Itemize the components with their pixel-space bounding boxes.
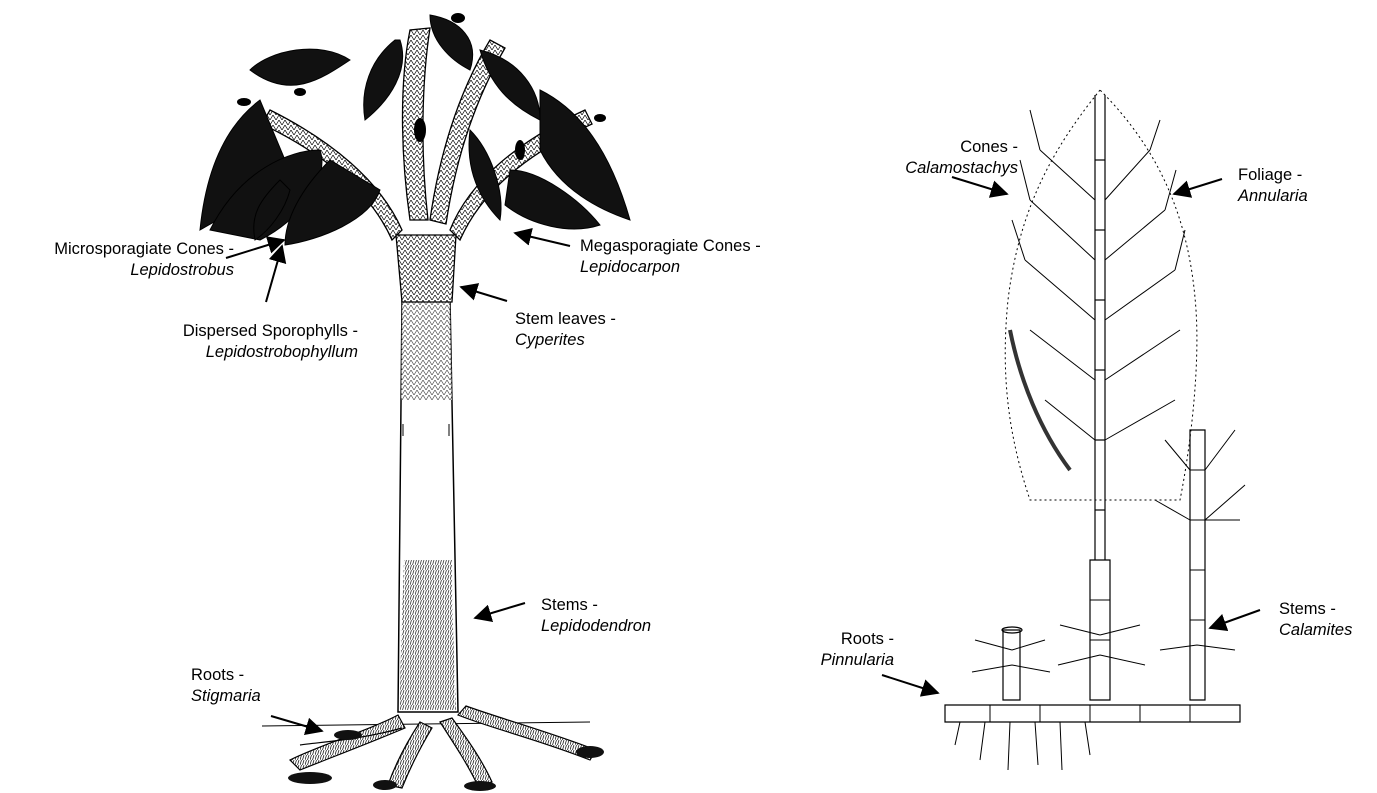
arrow-cala-stems bbox=[1210, 610, 1260, 628]
label-term: Megasporagiate Cones - bbox=[580, 236, 761, 257]
label-genus: Stigmaria bbox=[191, 686, 261, 707]
label-genus: Cyperites bbox=[515, 330, 616, 351]
label-genus: Calamites bbox=[1279, 620, 1352, 641]
arrow-lepido-stems bbox=[475, 603, 525, 618]
label-cala-roots: Roots - Pinnularia bbox=[821, 629, 894, 671]
label-genus: Lepidostrobus bbox=[54, 260, 234, 281]
label-term: Roots - bbox=[191, 665, 261, 686]
main-stem bbox=[1095, 95, 1105, 560]
label-cala-foliage: Foliage - Annularia bbox=[1238, 165, 1308, 207]
label-term: Cones - bbox=[905, 137, 1018, 158]
label-genus: Lepidodendron bbox=[541, 616, 651, 637]
label-term: Roots - bbox=[821, 629, 894, 650]
label-lepido-stems: Stems - Lepidodendron bbox=[541, 595, 651, 637]
arrow-micro-cones bbox=[226, 240, 284, 258]
arrow-lepido-roots bbox=[271, 716, 322, 731]
label-term: Microsporagiate Cones - bbox=[54, 239, 234, 260]
rhizome bbox=[945, 705, 1240, 722]
lepidodendron-tree bbox=[200, 13, 630, 791]
label-genus: Pinnularia bbox=[821, 650, 894, 671]
label-genus: Calamostachys bbox=[905, 158, 1018, 179]
label-term: Foliage - bbox=[1238, 165, 1308, 186]
label-term: Stems - bbox=[1279, 599, 1352, 620]
label-genus: Annularia bbox=[1238, 186, 1308, 207]
root-whorls bbox=[955, 625, 1235, 770]
label-term: Stems - bbox=[541, 595, 651, 616]
label-term: Stem leaves - bbox=[515, 309, 616, 330]
label-genus: Lepidocarpon bbox=[580, 257, 761, 278]
label-cala-stems: Stems - Calamites bbox=[1279, 599, 1352, 641]
arrow-sporophylls bbox=[266, 246, 282, 302]
label-genus: Lepidostrobophyllum bbox=[183, 342, 358, 363]
label-stem-leaves: Stem leaves - Cyperites bbox=[515, 309, 616, 351]
foliage-outline bbox=[1005, 90, 1197, 500]
label-term: Dispersed Sporophylls - bbox=[183, 321, 358, 342]
arrow-cala-foliage bbox=[1174, 179, 1222, 194]
calamites-plant bbox=[945, 90, 1245, 770]
arrow-stem-leaves bbox=[461, 287, 507, 301]
label-mega-cones: Megasporagiate Cones - Lepidocarpon bbox=[580, 236, 761, 278]
arrow-cala-cones bbox=[952, 177, 1007, 194]
arrow-cala-roots bbox=[882, 675, 938, 693]
stigmaria-roots bbox=[290, 706, 596, 788]
arrow-mega-cones bbox=[515, 233, 570, 246]
label-cala-cones: Cones - Calamostachys bbox=[905, 137, 1018, 179]
label-micro-cones: Microsporagiate Cones - Lepidostrobus bbox=[54, 239, 234, 281]
label-lepido-roots: Roots - Stigmaria bbox=[191, 665, 261, 707]
label-sporophylls: Dispersed Sporophylls - Lepidostrobophyl… bbox=[183, 321, 358, 363]
